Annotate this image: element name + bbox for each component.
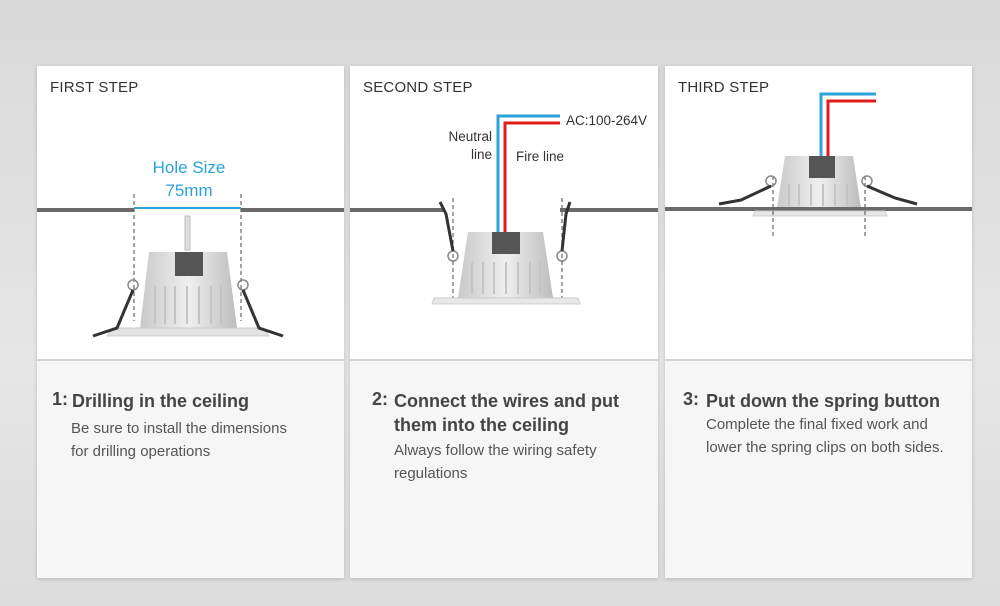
spring-clip-right xyxy=(866,184,918,206)
divider xyxy=(37,359,344,361)
ceiling-line xyxy=(350,208,445,212)
step-description-line2: for drilling operations xyxy=(71,443,211,460)
step-label: FIRST STEP xyxy=(50,79,139,96)
wiring-illustration: AC:100-264V Neutral line Fire line xyxy=(350,113,658,305)
step-description-line1: Be sure to install the dimensions xyxy=(71,420,287,437)
step-number: 3: xyxy=(683,389,700,409)
drilling-illustration: Hole Size 75mm xyxy=(37,158,344,338)
spring-clip-left xyxy=(92,289,135,338)
step-card-3: THIRD STEP 3: Put down the spring button xyxy=(665,66,972,578)
neutral-label: Neutral xyxy=(448,129,492,144)
step-label: THIRD STEP xyxy=(678,79,770,96)
neutral-wire xyxy=(496,114,560,234)
spring-clip-left xyxy=(438,201,455,252)
fire-line-label: Fire line xyxy=(516,149,564,164)
ceiling-line xyxy=(665,207,972,211)
step-number: 1: xyxy=(52,389,69,409)
step-card-2: SECOND STEP AC:100-264V Neutral line Fir… xyxy=(350,66,658,578)
step-description-line2: lower the spring clips on both sides. xyxy=(706,439,944,456)
hole-size-label: Hole Size xyxy=(153,158,226,177)
divider xyxy=(350,359,658,361)
step-label: SECOND STEP xyxy=(363,79,473,96)
fire-wire xyxy=(826,99,876,158)
step-heading-line2: them into the ceiling xyxy=(394,415,570,435)
spring-button-illustration xyxy=(665,92,972,238)
spring-clip-right xyxy=(560,201,572,252)
ceiling-line xyxy=(37,208,134,212)
step-heading: Drilling in the ceiling xyxy=(72,391,250,411)
spring-clip-left xyxy=(718,184,772,206)
step-description-line2: regulations xyxy=(394,465,468,482)
spring-clip-right xyxy=(241,289,284,338)
voltage-label: AC:100-264V xyxy=(566,113,647,128)
fire-wire xyxy=(503,121,560,234)
step-description-line1: Complete the final fixed work and xyxy=(706,416,928,433)
hole-size-value: 75mm xyxy=(165,181,212,200)
neutral-wire xyxy=(819,92,876,158)
step-card-1: FIRST STEP Hole Size 75mm xyxy=(37,66,344,578)
svg-text:line: line xyxy=(471,147,492,162)
step-heading: Put down the spring button xyxy=(706,391,940,411)
divider xyxy=(665,359,972,361)
step-number: 2: xyxy=(372,389,389,409)
step-heading-line1: Connect the wires and put xyxy=(394,391,620,411)
step-description-line1: Always follow the wiring safety xyxy=(394,442,597,459)
